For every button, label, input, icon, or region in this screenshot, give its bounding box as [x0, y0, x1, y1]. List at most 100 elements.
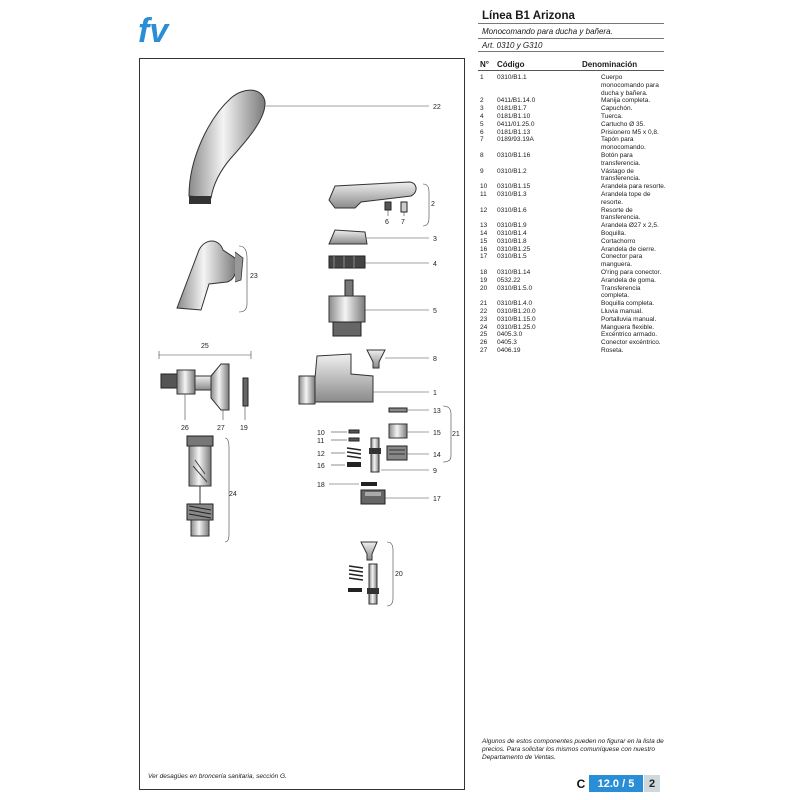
part-description: Arandela de cierre.	[601, 245, 656, 253]
label-1: 1	[433, 390, 437, 397]
part-number: 6	[480, 128, 484, 136]
label-2: 2	[431, 201, 435, 208]
part-number: 13	[480, 222, 488, 230]
part-description: Cartucho Ø 35.	[601, 120, 646, 128]
part-16-closing-washer: 16	[317, 462, 361, 470]
part-description: Conector excéntrico.	[601, 339, 661, 347]
label-25: 25	[201, 343, 209, 350]
part-number: 5	[480, 120, 484, 128]
part-description: Arandela de goma.	[601, 276, 656, 284]
part-description: Boquilla completa.	[601, 300, 655, 308]
part-description: Manija completa.	[601, 97, 651, 105]
part-description: Excéntrico armado.	[601, 331, 657, 339]
label-21: 21	[452, 431, 460, 438]
part-description: Resorte de transferencia.	[601, 206, 641, 222]
part-code: 0310/B1.15.0	[497, 315, 536, 323]
label-19: 19	[240, 425, 248, 432]
part-number: 17	[480, 253, 488, 261]
part-code: 0181/B1.10	[497, 112, 531, 120]
fv-logo: fv	[138, 12, 170, 48]
part-22-hand-shower: 22	[188, 89, 441, 204]
part-number: 21	[480, 300, 488, 308]
part-description: Arandela para resorte.	[601, 183, 666, 191]
part-4-nut: 4	[328, 255, 437, 269]
divider	[478, 38, 664, 39]
part-description: O'ring para conector.	[601, 268, 662, 276]
label-3: 3	[433, 236, 437, 243]
part-8-transfer-button: 8	[366, 349, 437, 369]
part-code: 0310/B1.6	[497, 206, 527, 214]
part-number: 27	[480, 346, 488, 354]
footnote: Algunos de estos componentes pueden no f…	[482, 738, 664, 761]
page-subtitle: Monocomando para ducha y bañera.	[482, 27, 613, 36]
part-code: 0411/B1.14.0	[497, 97, 536, 105]
article-number: Art. 0310 y G310	[482, 41, 543, 50]
part-21-spout-assembly: 21	[442, 405, 460, 463]
part-3-cap: 3	[328, 229, 437, 245]
part-number: 4	[480, 112, 484, 120]
part-5-cartridge: 5	[328, 279, 437, 337]
label-18: 18	[317, 482, 325, 489]
part-description: Boquilla.	[601, 229, 626, 237]
label-9: 9	[433, 468, 437, 475]
part-10-spring-washer: 10	[317, 429, 360, 437]
label-27: 27	[217, 425, 225, 432]
part-description: Botón para transferencia.	[601, 151, 641, 167]
part-13-washer: 13	[388, 407, 441, 415]
part-19-rubber-washer: 19	[240, 377, 249, 432]
label-10: 10	[317, 430, 325, 437]
part-number: 26	[480, 339, 488, 347]
label-11: 11	[317, 438, 324, 445]
part-code: 0532.22	[497, 276, 521, 284]
part-code: 0405.3.0	[497, 331, 523, 339]
part-code: 0310/B1.16	[497, 151, 531, 159]
section-badge: C	[574, 775, 588, 792]
label-8: 8	[433, 356, 437, 363]
part-code: 0181/B1.13	[497, 128, 531, 136]
label-22: 22	[433, 104, 441, 111]
part-number: 10	[480, 183, 488, 191]
part-12-transfer-spring: 12	[317, 447, 362, 459]
part-code: 0310/B1.20.0	[497, 307, 536, 315]
part-description: Lluvia manual.	[601, 307, 643, 315]
part-code: 0181/B1.7	[497, 105, 527, 113]
label-23: 23	[250, 273, 258, 280]
part-27-rosette: 27	[210, 363, 230, 432]
part-2-handle: 2 6 7	[328, 181, 435, 227]
part-number: 15	[480, 237, 488, 245]
part-24-flexible-hose: 24	[186, 435, 237, 543]
part-number: 25	[480, 331, 488, 339]
part-18-o-ring: 18	[317, 482, 377, 489]
part-description: Manguera flexible.	[601, 323, 655, 331]
part-number: 24	[480, 323, 488, 331]
part-description: Arandela tope de resorte.	[601, 190, 651, 206]
label-26: 26	[181, 425, 189, 432]
part-description: Conector para manguera.	[601, 253, 643, 269]
label-12: 12	[317, 451, 325, 458]
part-code: 0310/B1.4	[497, 229, 527, 237]
label-14: 14	[433, 452, 441, 459]
part-code: 0310/B1.5	[497, 253, 527, 261]
part-number: 3	[480, 105, 484, 113]
part-description: Portalluvia manual.	[601, 315, 657, 323]
part-number: 11	[480, 190, 487, 198]
col-header-number: N°	[480, 60, 489, 69]
part-number: 20	[480, 284, 488, 292]
part-description: Cuerpo monocomando para ducha y bañera.	[601, 74, 659, 97]
part-number: 7	[480, 136, 484, 144]
part-code: 0189/93.19A	[497, 136, 534, 144]
